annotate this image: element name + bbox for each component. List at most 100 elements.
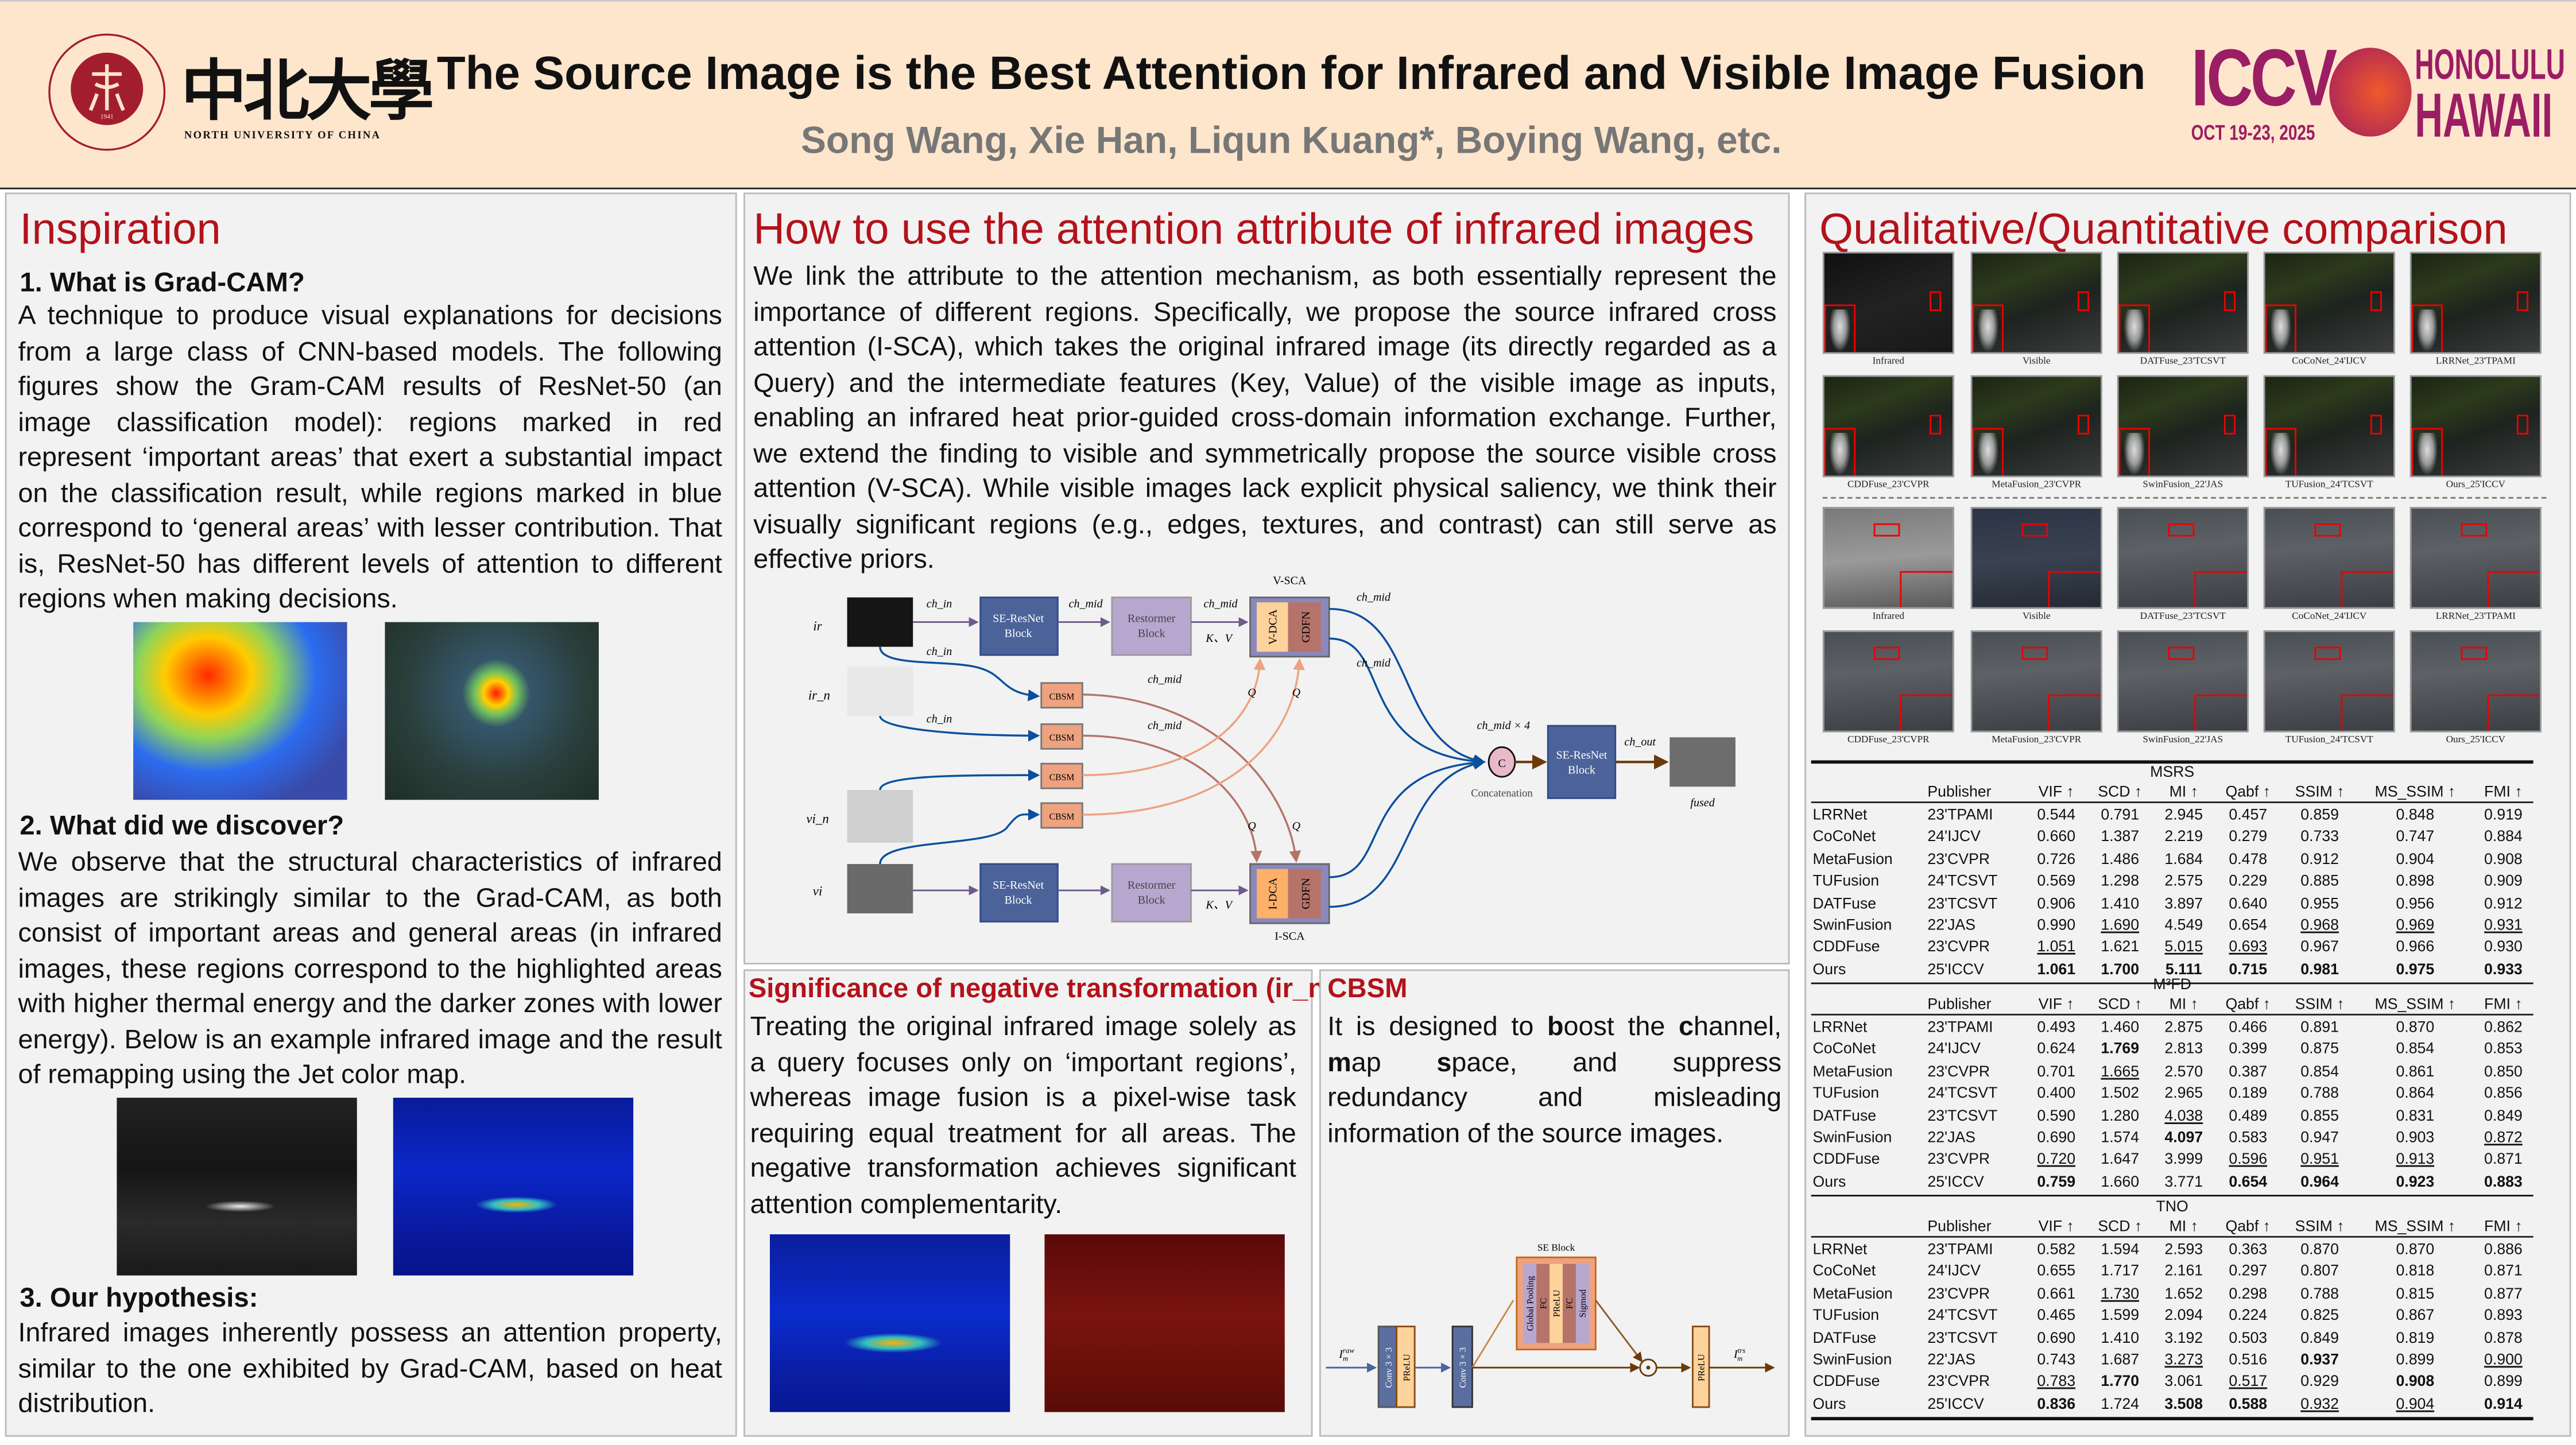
publisher: 24'IJCV — [1927, 1263, 1981, 1280]
svg-text:1941: 1941 — [100, 113, 114, 120]
metric-value: 3.897 — [2164, 894, 2203, 912]
comparison-heading: Qualitative/Quantitative comparison — [1819, 204, 2508, 254]
metric-value: 0.229 — [2229, 873, 2268, 889]
ir-negative-image — [847, 667, 913, 716]
svg-text:Block: Block — [1568, 764, 1596, 776]
metric-value: 0.968 — [2300, 916, 2339, 933]
publisher: 23'TCSVT — [1927, 1107, 1998, 1124]
column-header: Qabf ↑ — [2213, 780, 2283, 804]
metric-value: 1.486 — [2101, 850, 2140, 867]
method-name: LRRNet — [1812, 806, 1868, 823]
svg-text:K、V: K、V — [1205, 898, 1233, 911]
column-header: SSIM ↑ — [2282, 992, 2357, 1016]
metric-value: 0.904 — [2396, 850, 2435, 867]
svg-text:SE-ResNet: SE-ResNet — [993, 613, 1044, 625]
concatenation-label: Concatenation — [1471, 787, 1533, 799]
image-caption: CoCoNet_24'IJCV — [2292, 357, 2367, 367]
infrared-example-image — [117, 1098, 357, 1276]
svg-text:Block: Block — [1005, 627, 1033, 640]
metric-value: 0.590 — [2037, 1107, 2076, 1124]
metric-value: 0.733 — [2300, 828, 2339, 845]
metric-value: 0.457 — [2229, 806, 2268, 823]
image-caption: DATFuse_23'TCSVT — [2140, 612, 2226, 622]
image-caption: MetaFusion_23'CVPR — [1992, 481, 2082, 491]
iccv-dates: OCT 19-23, 2025 — [2191, 120, 2315, 145]
metric-value: 0.478 — [2229, 850, 2268, 867]
metric-value: 0.903 — [2396, 1129, 2435, 1146]
svg-text:CBSM: CBSM — [1049, 773, 1075, 782]
metric-value: 2.813 — [2164, 1041, 2203, 1057]
metric-value: 0.493 — [2037, 1018, 2076, 1036]
infrared-attention-jet-image — [769, 1234, 1010, 1412]
input-label-vi: vi — [813, 884, 823, 898]
metric-value: 2.094 — [2164, 1307, 2203, 1324]
metric-value: 0.466 — [2229, 1018, 2268, 1036]
metric-value: 0.399 — [2229, 1041, 2268, 1057]
metric-value: 0.878 — [2484, 1329, 2523, 1346]
image-caption: Infrared — [1872, 357, 1905, 367]
metric-value: 3.999 — [2164, 1151, 2203, 1168]
publisher: 22'JAS — [1927, 916, 1976, 933]
se-block-title: SE Block — [1537, 1242, 1575, 1253]
vi-negative-image — [847, 790, 913, 843]
method-name: MetaFusion — [1812, 850, 1893, 867]
text-segment: ap — [1351, 1047, 1437, 1078]
method-name: SwinFusion — [1812, 916, 1892, 933]
image-caption: SwinFusion_22'JAS — [2143, 735, 2224, 746]
metric-value: 0.870 — [2396, 1241, 2435, 1258]
svg-text:SE-ResNet: SE-ResNet — [1556, 749, 1607, 762]
column-header: FMI ↑ — [2473, 1214, 2534, 1238]
svg-text:ch_mid: ch_mid — [1148, 673, 1182, 686]
svg-text:ch_mid: ch_mid — [1148, 719, 1182, 732]
metric-value: 0.783 — [2037, 1373, 2076, 1390]
metric-value: 0.582 — [2037, 1241, 2076, 1258]
image-caption: LRRNet_23'TPAMI — [2435, 612, 2516, 622]
hibiscus-flower-icon — [2329, 48, 2412, 137]
publisher: 24'TCSVT — [1927, 1307, 1998, 1324]
metric-value: 0.891 — [2300, 1018, 2339, 1036]
metric-value: 2.945 — [2164, 806, 2203, 823]
svg-text:ch_mid: ch_mid — [1357, 657, 1391, 669]
se-resnet-block-final — [1547, 725, 1617, 799]
negative-transformation-panel: Significance of negative transformation … — [743, 969, 1334, 1437]
publisher: 23'TPAMI — [1927, 1241, 1993, 1258]
metric-value: 0.912 — [2300, 850, 2339, 867]
svg-text:Conv 3 × 3: Conv 3 × 3 — [1384, 1347, 1394, 1388]
method-name: DATFuse — [1812, 894, 1877, 912]
fusion-result-image — [2117, 630, 2249, 733]
column-header: SSIM ↑ — [2282, 1214, 2357, 1238]
se-resnet-block-bottom — [979, 863, 1059, 923]
image-caption: CDDFuse_23'CVPR — [1847, 735, 1930, 746]
poster-title: The Source Image is the Best Attention f… — [436, 48, 2146, 100]
metric-value: 0.899 — [2484, 1373, 2523, 1390]
fusion-result-image — [2410, 630, 2542, 733]
method-name: TUFusion — [1812, 1307, 1880, 1324]
svg-text:FC: FC — [1565, 1298, 1575, 1309]
metric-value: 0.872 — [2484, 1129, 2523, 1146]
metric-value: 1.652 — [2164, 1285, 2203, 1302]
method-name: Ours — [1812, 960, 1846, 978]
metric-value: 0.854 — [2300, 1063, 2339, 1080]
method-name: DATFuse — [1812, 1329, 1877, 1346]
metric-value: 0.297 — [2229, 1263, 2268, 1280]
svg-text:FC: FC — [1539, 1298, 1548, 1309]
metric-value: 5.111 — [2165, 960, 2202, 978]
metric-value: 0.624 — [2037, 1041, 2076, 1057]
table-top-rule — [1811, 760, 2534, 764]
image-caption: SwinFusion_22'JAS — [2143, 481, 2224, 491]
metric-value: 1.298 — [2101, 873, 2140, 889]
publisher: 22'JAS — [1927, 1129, 1976, 1146]
method-name: CDDFuse — [1812, 1151, 1880, 1168]
metric-value: 1.410 — [2101, 894, 2140, 912]
metric-value: 0.908 — [2396, 1373, 2435, 1390]
metric-value: 1.594 — [2101, 1241, 2140, 1258]
metric-value: 3.508 — [2164, 1395, 2203, 1412]
metric-value: 1.660 — [2101, 1173, 2140, 1190]
column-header: SCD ↑ — [2086, 780, 2154, 804]
cbsm-text: It is designed to boost the channel, map… — [1327, 1010, 1781, 1152]
negative-text: Treating the original infrared image sol… — [750, 1012, 1296, 1219]
iccv-city: HONOLULU — [2415, 39, 2565, 89]
